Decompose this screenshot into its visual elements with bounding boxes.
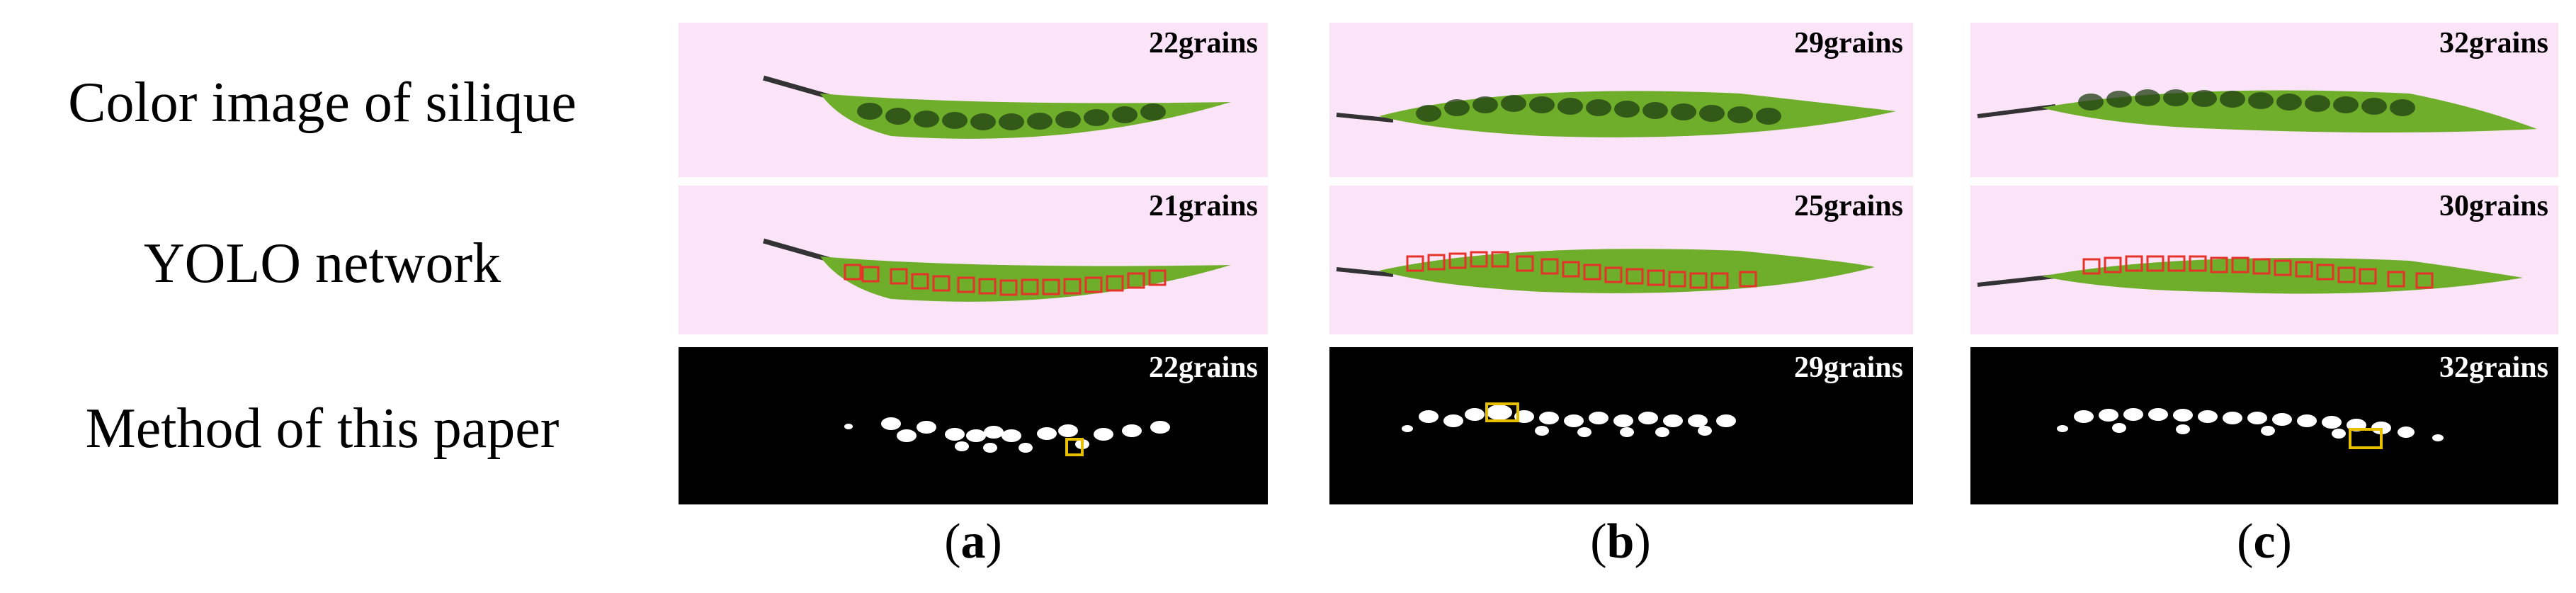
grain-count-label: 30grains xyxy=(2439,190,2548,222)
panel-c-color: 32grains xyxy=(1970,23,2558,177)
grain-count-label: 32grains xyxy=(2439,351,2548,384)
panel-a-yolo: 21grains xyxy=(679,186,1268,334)
panel-b-color: 29grains xyxy=(1329,23,1913,177)
grain-count-label: 22grains xyxy=(1148,351,1258,384)
row-label-yolo: YOLO network xyxy=(143,232,501,295)
panel-a-color: 22grains xyxy=(679,23,1268,177)
panel-c-yolo: 30grains xyxy=(1970,186,2558,334)
panel-b-yolo: 25grains xyxy=(1329,186,1913,334)
panel-a-method: 22grains xyxy=(679,347,1268,504)
grain-count-label: 29grains xyxy=(1793,27,1903,60)
subfigure-label-a: (a) xyxy=(944,514,1002,569)
grain-count-label: 25grains xyxy=(1793,190,1903,222)
grain-count-label: 21grains xyxy=(1148,190,1258,222)
panel-b-method: 29grains xyxy=(1329,347,1913,504)
grain-count-label: 29grains xyxy=(1793,351,1903,384)
subfigure-label-b: (b) xyxy=(1590,514,1651,569)
row-label-method: Method of this paper xyxy=(85,397,560,460)
grain-count-label: 32grains xyxy=(2439,27,2548,60)
subfigure-label-c: (c) xyxy=(2237,514,2292,569)
grain-count-label: 22grains xyxy=(1148,27,1258,60)
row-label-color: Color image of silique xyxy=(68,72,577,134)
panel-c-method: 32grains xyxy=(1970,347,2558,504)
